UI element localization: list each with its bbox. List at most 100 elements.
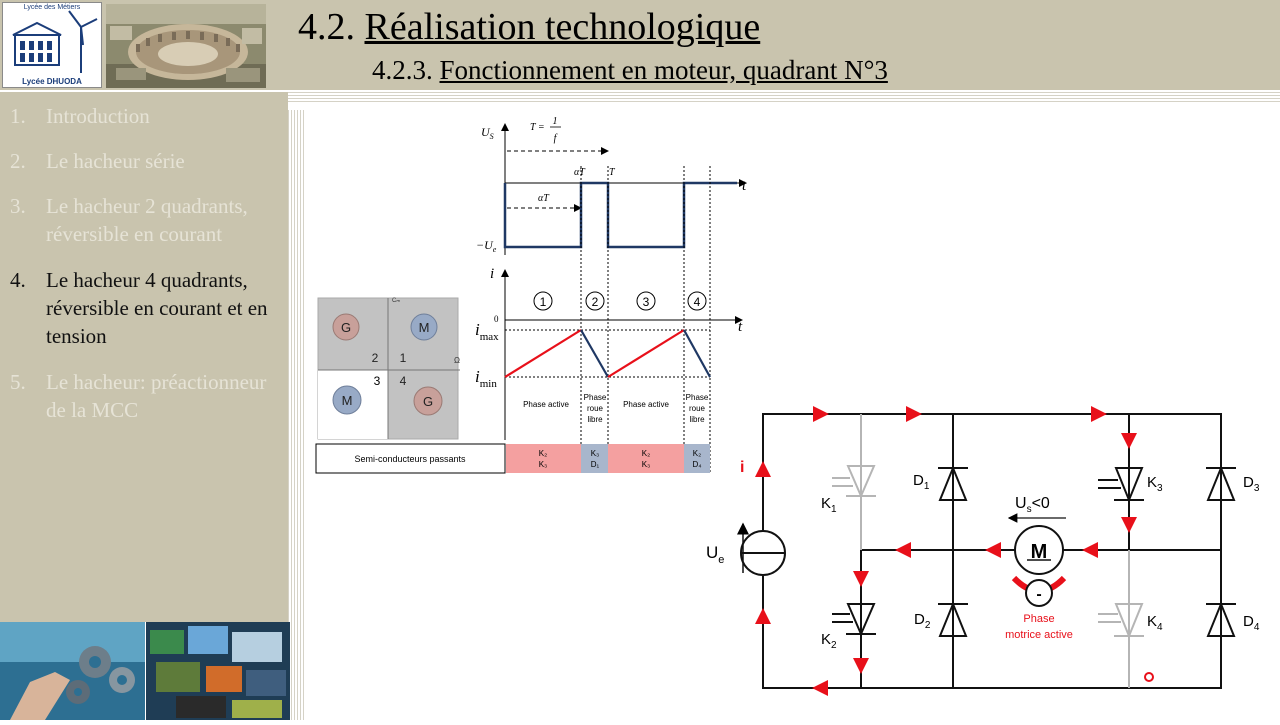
alpha-t-top-label: αT	[574, 167, 586, 178]
sidebar-item-label: Le hacheur 2 quadrants, réversible en co…	[46, 194, 248, 246]
quadrant-q2-label: G	[341, 320, 351, 335]
semi-cell-1	[506, 444, 581, 473]
diode-d3-icon	[1206, 465, 1236, 501]
k2-label: K2	[821, 631, 837, 651]
phase-roue-label: libre	[689, 415, 705, 424]
semi-cell-1-b: K₃	[539, 460, 548, 469]
d2-label: D2	[914, 611, 931, 631]
voltage-source-icon	[740, 530, 786, 576]
d1-label: D1	[913, 472, 930, 492]
semi-cell-2-a: K₃	[591, 449, 600, 458]
sidebar: 1. Introduction 2. Le hacheur série 3. L…	[0, 92, 288, 622]
quadrant-axis-y: Cₘ	[392, 298, 400, 304]
phase-number-3: 3	[643, 295, 650, 309]
arena-photo	[106, 4, 266, 88]
semi-cell-1-a: K₂	[539, 449, 547, 458]
thyristor-k3-icon	[1098, 467, 1144, 503]
d3-label: D3	[1243, 474, 1260, 494]
sidebar-item-number: 3.	[10, 194, 26, 218]
title-number: 4.2.	[298, 6, 355, 48]
sidebar-item-number: 1.	[10, 104, 26, 128]
d4-label: D4	[1243, 613, 1260, 633]
logo-bottom-text: Lycée DHUODA	[22, 77, 82, 86]
phase-roue-label: Phase	[584, 393, 607, 402]
minus-terminal-icon	[1025, 579, 1053, 607]
quadrant-number-3: 3	[374, 374, 381, 388]
k1-label: K1	[821, 495, 837, 515]
subtitle-text: Fonctionnement en moteur, quadrant N°3	[439, 55, 888, 85]
current-fall-1	[580, 329, 609, 378]
phase-active-label: Phase active	[523, 400, 569, 409]
gear-icon	[66, 646, 135, 704]
imax-label: imax	[475, 320, 499, 343]
quadrant-number-4: 4	[400, 374, 407, 388]
generator-circle	[332, 313, 360, 341]
motor-circle	[332, 385, 362, 415]
diode-d1-icon	[938, 465, 968, 501]
phase-number-1: 1	[540, 295, 547, 309]
semi-cell-3-a: K₂	[642, 449, 650, 458]
quadrant-number-1: 1	[400, 351, 407, 365]
quadrant-q4-label: G	[423, 394, 433, 409]
k4-label: K4	[1147, 613, 1163, 633]
motor-label: M	[1031, 541, 1048, 563]
quadrant-diagram: Cₘ Ω G M M G 2 1 3 4	[317, 297, 460, 440]
sidebar-item-label: Le hacheur 4 quadrants, réversible en co…	[46, 268, 268, 348]
us-label: Us<0	[1015, 495, 1050, 515]
quadrant-axis-x: Ω	[454, 356, 460, 365]
period-formula: T =	[530, 122, 545, 133]
time-axis-label-2: t	[738, 319, 743, 335]
phase-roue-label: roue	[689, 404, 706, 413]
neg-ue-label: −Ue	[476, 238, 497, 254]
time-axis-label: t	[742, 178, 747, 194]
sidebar-item-label: Le hacheur série	[46, 149, 185, 173]
phase-roue-label: roue	[587, 404, 604, 413]
semi-cell-2	[581, 444, 608, 473]
voltage-waveform	[503, 181, 737, 249]
quadrant-q3-label: M	[342, 393, 353, 408]
phase-motrice-line2: motrice active	[1005, 629, 1073, 641]
quadrant-q1-label: M	[419, 320, 430, 335]
period-numerator: 1	[553, 116, 558, 127]
semi-cell-4-b: D₄	[692, 460, 701, 469]
cursor-dot-icon	[1144, 672, 1154, 682]
title-text: Réalisation technologique	[364, 6, 761, 48]
active-phase-arc	[1011, 575, 1067, 594]
t-top-label: T	[609, 167, 616, 178]
logo-building-icon	[12, 10, 98, 73]
current-label: i	[740, 459, 744, 476]
h-bridge-circuit: Ue i K1 D1 K3 D3	[706, 406, 1260, 696]
logo-top-text: Lycée des Métiers	[23, 4, 81, 11]
thyristor-k2-icon	[832, 603, 876, 637]
motor-icon	[1014, 525, 1064, 575]
phase-number-2: 2	[592, 295, 599, 309]
sidebar-item-label: Introduction	[46, 104, 150, 128]
semi-cell-3-b: K₃	[642, 460, 651, 469]
minus-label: -	[1036, 586, 1041, 603]
sidebar-edge-pattern	[288, 110, 306, 720]
semi-label-box	[315, 443, 506, 474]
phase-roue-label: libre	[587, 415, 603, 424]
alpha-t-label: αT	[538, 193, 550, 204]
current-rise-2	[607, 329, 685, 378]
chronogram: US T = 1 f αT αT T t −Ue i t 0 imax imin	[315, 116, 747, 474]
diode-d2-icon	[938, 601, 968, 637]
current-rise-1	[504, 329, 582, 378]
sidebar-item-number: 5.	[10, 370, 26, 394]
thyristor-k1-icon	[832, 465, 876, 499]
sidebar-item-label: Le hacheur: préactionneur de la MCC	[46, 370, 267, 422]
header-rule	[288, 92, 1280, 102]
current-axis-label: i	[490, 266, 494, 282]
page-subtitle: 4.2.3. Fonctionnement en moteur, quadran…	[372, 55, 888, 86]
phase-active-label: Phase active	[623, 400, 669, 409]
us-axis-label: US	[481, 125, 494, 141]
phase-number-4: 4	[694, 295, 701, 309]
current-flow-arrows	[755, 406, 1137, 696]
diode-d4-icon	[1206, 601, 1236, 637]
generator-circle	[413, 386, 443, 416]
phase-roue-label: Phase	[686, 393, 709, 402]
k3-label: K3	[1147, 474, 1163, 494]
quadrant-number-2: 2	[372, 351, 379, 365]
sidebar-item-number: 4.	[10, 268, 26, 292]
page-title: 4.2. Réalisation technologique	[298, 5, 760, 49]
